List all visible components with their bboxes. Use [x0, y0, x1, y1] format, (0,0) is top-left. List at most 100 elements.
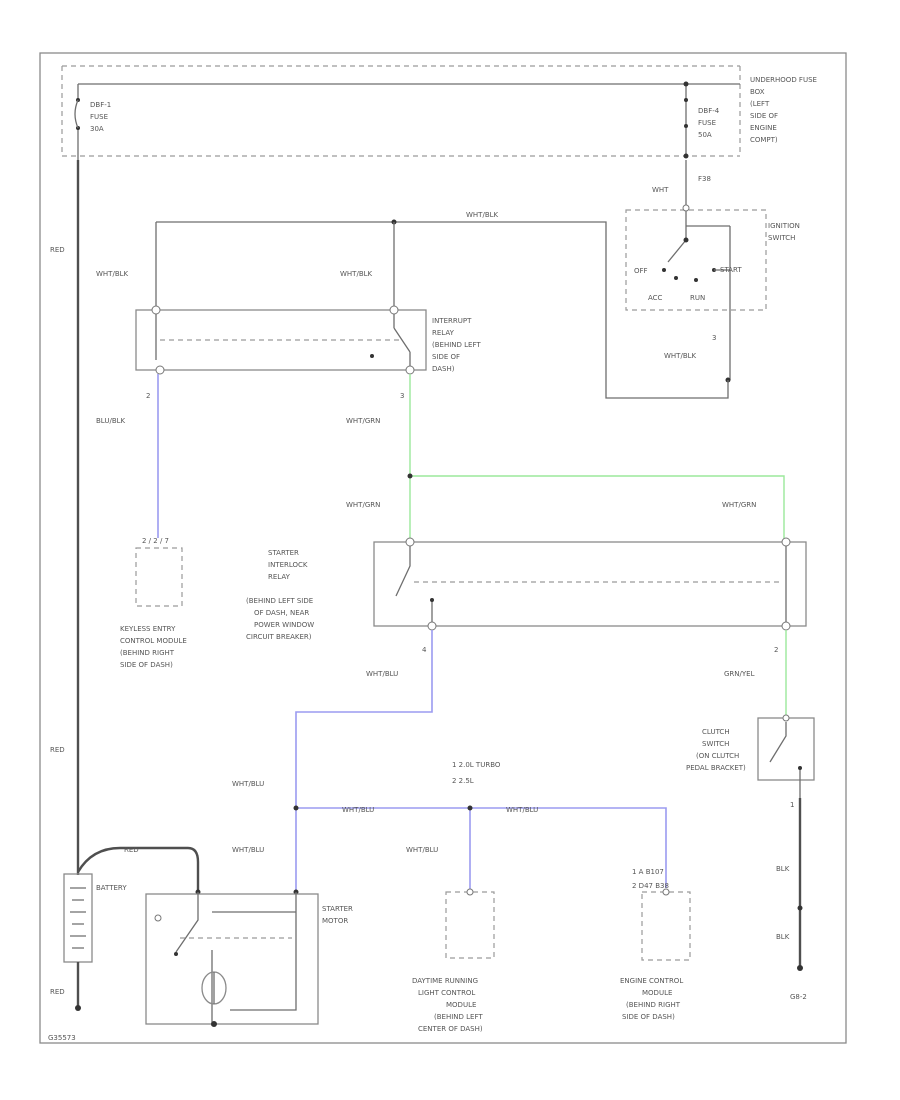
svg-text:DAYTIME RUNNING: DAYTIME RUNNING	[412, 977, 478, 985]
svg-text:LIGHT CONTROL: LIGHT CONTROL	[418, 989, 475, 997]
drl-control-module: DAYTIME RUNNING LIGHT CONTROL MODULE (BE…	[412, 888, 495, 1033]
svg-text:WHT: WHT	[652, 186, 669, 194]
wire-wht-blu-label: WHT/BLU	[232, 780, 264, 788]
pin-label: 3	[400, 392, 404, 400]
svg-text:CONTROL MODULE: CONTROL MODULE	[120, 637, 187, 645]
svg-text:DASH): DASH)	[432, 365, 455, 373]
wire-wht-blu-label: WHT/BLU	[406, 846, 438, 854]
wire-wht-grn-label: WHT/GRN	[722, 501, 756, 509]
svg-text:OF DASH, NEAR: OF DASH, NEAR	[254, 609, 309, 617]
svg-text:ENGINE: ENGINE	[750, 124, 777, 132]
svg-text:MODULE: MODULE	[642, 989, 672, 997]
wire-wht-blk-label: WHT/BLK	[96, 270, 129, 278]
svg-text:F38: F38	[698, 175, 711, 183]
svg-text:START: START	[720, 266, 742, 274]
svg-text:50A: 50A	[698, 131, 712, 139]
wire-wht-grn-label: WHT/GRN	[346, 417, 380, 425]
battery: BATTERY	[63, 873, 127, 963]
svg-text:CENTER OF DASH): CENTER OF DASH)	[418, 1025, 483, 1033]
svg-text:IGNITION: IGNITION	[768, 222, 800, 230]
svg-text:CLUTCH: CLUTCH	[702, 728, 730, 736]
pin-label: 2	[146, 392, 150, 400]
svg-text:3: 3	[712, 334, 716, 342]
svg-text:RELAY: RELAY	[268, 573, 291, 581]
keyless-entry-module: 2 / 2 / 7 KEYLESS ENTRY CONTROL MODULE (…	[120, 537, 187, 669]
svg-text:SIDE OF DASH): SIDE OF DASH)	[622, 1013, 675, 1021]
svg-text:(BEHIND LEFT: (BEHIND LEFT	[434, 1013, 483, 1021]
svg-text:DBF-4: DBF-4	[698, 107, 720, 115]
svg-text:(BEHIND RIGHT: (BEHIND RIGHT	[120, 649, 175, 657]
wire-wht-blk-label: WHT/BLK	[340, 270, 373, 278]
svg-text:SWITCH: SWITCH	[768, 234, 795, 242]
svg-text:(BEHIND LEFT: (BEHIND LEFT	[432, 341, 481, 349]
underhood-fuse-box: UNDERHOOD FUSE BOX (LEFT SIDE OF ENGINE …	[61, 65, 817, 157]
svg-text:MOTOR: MOTOR	[322, 917, 348, 925]
fuse-dbf1: DBF-1 FUSE 30A	[74, 84, 111, 160]
svg-text:2 D47 B38: 2 D47 B38	[632, 882, 669, 890]
svg-text:CIRCUIT BREAKER): CIRCUIT BREAKER)	[246, 633, 312, 641]
interrupt-relay: INTERRUPT RELAY (BEHIND LEFT SIDE OF DAS…	[135, 305, 481, 375]
wire-red-label: RED	[50, 246, 65, 254]
wire-wht-grn-label: WHT/GRN	[346, 501, 380, 509]
wire-wht-blu-label: WHT/BLU	[232, 846, 264, 854]
starter-motor: STARTER MOTOR	[145, 892, 353, 1027]
note-line: 2 2.5L	[452, 777, 474, 785]
svg-text:(BEHIND RIGHT: (BEHIND RIGHT	[626, 1001, 681, 1009]
wire-wht-blu-label: WHT/BLU	[366, 670, 398, 678]
svg-text:2 / 2 / 7: 2 / 2 / 7	[142, 537, 169, 545]
wire-red-label: RED	[50, 988, 65, 996]
diagram-frame	[39, 52, 847, 1044]
wire-blk-label: BLK	[776, 933, 790, 941]
ground-label: G8-2	[790, 993, 807, 1001]
ignition-switch: WHT F38 OFF START ACC RUN IGNITION SWITC…	[625, 160, 800, 360]
wire-wht-blu-label: WHT/BLU	[342, 806, 374, 814]
svg-text:1: 1	[790, 801, 794, 809]
svg-text:BATTERY: BATTERY	[96, 884, 127, 892]
svg-text:STARTER: STARTER	[268, 549, 299, 557]
svg-text:INTERLOCK: INTERLOCK	[268, 561, 308, 569]
svg-text:PEDAL BRACKET): PEDAL BRACKET)	[686, 764, 746, 772]
svg-text:FUSE: FUSE	[90, 113, 108, 121]
svg-text:SWITCH: SWITCH	[702, 740, 729, 748]
svg-text:MODULE: MODULE	[446, 1001, 476, 1009]
diagram-code: G35573	[48, 1034, 76, 1042]
svg-text:WHT/BLK: WHT/BLK	[664, 352, 697, 360]
svg-text:DBF-1: DBF-1	[90, 101, 111, 109]
svg-text:1 A B107: 1 A B107	[632, 868, 664, 876]
svg-text:30A: 30A	[90, 125, 104, 133]
wire-grn-yel-label: GRN/YEL	[724, 670, 755, 678]
svg-text:ENGINE CONTROL: ENGINE CONTROL	[620, 977, 683, 985]
svg-text:RELAY: RELAY	[432, 329, 455, 337]
pin-label: 4	[422, 646, 427, 654]
svg-text:(ON CLUTCH: (ON CLUTCH	[696, 752, 739, 760]
note-line: 1 2.0L TURBO	[452, 761, 501, 769]
wire-blk-label: BLK	[776, 865, 790, 873]
svg-text:BOX: BOX	[750, 88, 765, 96]
wire-red-label: RED	[124, 846, 139, 854]
svg-text:KEYLESS ENTRY: KEYLESS ENTRY	[120, 625, 176, 633]
wire-red-label: RED	[50, 746, 65, 754]
svg-text:SIDE OF: SIDE OF	[750, 112, 778, 120]
svg-text:ACC: ACC	[648, 294, 663, 302]
svg-text:SIDE OF DASH): SIDE OF DASH)	[120, 661, 173, 669]
svg-text:RUN: RUN	[690, 294, 705, 302]
svg-text:SIDE OF: SIDE OF	[432, 353, 460, 361]
wire-wht-blu-label: WHT/BLU	[506, 806, 538, 814]
svg-text:COMPT): COMPT)	[750, 136, 778, 144]
starter-interlock-relay: STARTER INTERLOCK RELAY (BEHIND LEFT SID…	[246, 537, 807, 641]
svg-text:(LEFT: (LEFT	[750, 100, 770, 108]
svg-text:OFF: OFF	[634, 267, 648, 275]
svg-text:INTERRUPT: INTERRUPT	[432, 317, 472, 325]
svg-text:(BEHIND LEFT SIDE: (BEHIND LEFT SIDE	[246, 597, 313, 605]
wire-wht-blk-label: WHT/BLK	[466, 211, 499, 219]
svg-text:UNDERHOOD FUSE: UNDERHOOD FUSE	[750, 76, 817, 84]
svg-text:POWER WINDOW: POWER WINDOW	[254, 621, 314, 629]
svg-text:FUSE: FUSE	[698, 119, 716, 127]
clutch-switch: CLUTCH SWITCH (ON CLUTCH PEDAL BRACKET) …	[686, 714, 815, 809]
engine-control-module: 1 A B107 2 D47 B38 ENGINE CONTROL MODULE…	[620, 868, 691, 1021]
pin-label: 2	[774, 646, 778, 654]
fuse-dbf4: DBF-4 FUSE 50A	[684, 98, 720, 139]
svg-text:STARTER: STARTER	[322, 905, 353, 913]
wire-blu-blk-label: BLU/BLK	[96, 417, 126, 425]
